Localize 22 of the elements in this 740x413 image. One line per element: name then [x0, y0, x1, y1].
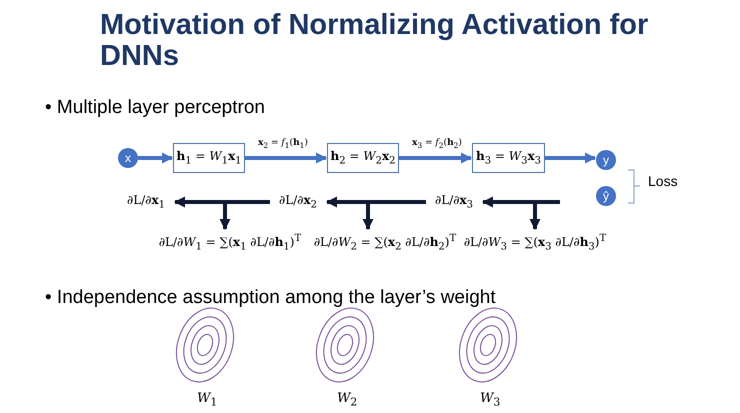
weight-label: W$_{1}$ — [197, 391, 218, 409]
equation-box: h$_{2}$ = W$_{2}$x$_{2}$ — [327, 143, 399, 173]
gradient-formula: ∂L/∂x$_{1}$ — [118, 190, 174, 214]
equation-box: h$_{3}$ = W$_{3}$x$_{3}$ — [472, 143, 545, 173]
arrow — [245, 152, 327, 164]
edge-label: x$_{3}$ = f$_{2}$(h$_{2}$) — [411, 138, 463, 150]
node-circle: y — [596, 150, 616, 170]
equation-box: h$_{1}$ = W$_{1}$x$_{1}$ — [173, 143, 245, 173]
gradient-formula: ∂L/∂x$_{3}$ — [426, 190, 482, 214]
weight-label: W$_{2}$ — [337, 391, 358, 409]
bullet-text: • Multiple layer perceptron — [45, 97, 265, 119]
arrow — [138, 152, 173, 164]
node-circle: ŷ — [596, 186, 616, 206]
brace-label: Loss — [648, 173, 678, 189]
edge-label: x$_{2}$ = f$_{1}$(h$_{1}$) — [257, 138, 309, 150]
gradient-formula: ∂L/∂x$_{2}$ — [270, 190, 326, 214]
bullet-text: • Independence assumption among the layer’s weight — [45, 287, 496, 309]
node-circle: x — [118, 148, 138, 168]
slide-title: Motivation of Normalizing Activation for DNNs — [100, 10, 650, 72]
weight-label: W$_{3}$ — [480, 391, 500, 409]
arrow — [399, 152, 472, 164]
arrow — [545, 152, 596, 164]
